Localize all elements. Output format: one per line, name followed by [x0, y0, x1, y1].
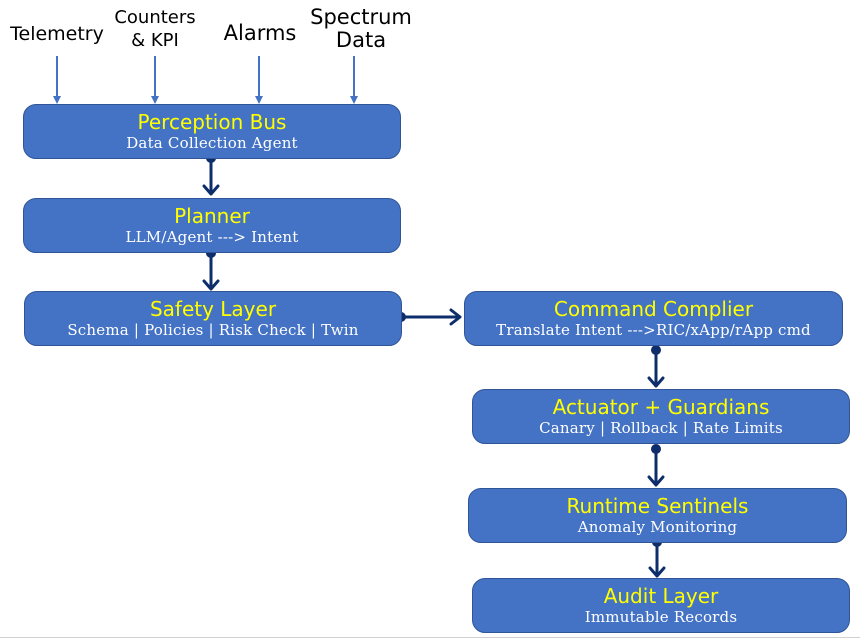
- input-label-counters-kpi: Counters & KPI: [114, 7, 196, 51]
- safety-layer-subtitle: Schema | Policies | Risk Check | Twin: [67, 321, 359, 339]
- alarms-arrowhead: [255, 96, 263, 104]
- planner-title: Planner: [174, 204, 250, 228]
- actuator-to-sentinels-arrow: [647, 444, 665, 487]
- runtime-sentinels-title: Runtime Sentinels: [566, 494, 749, 518]
- telemetry-arrowhead: [53, 96, 61, 104]
- perception-to-planner-arrow: [202, 153, 220, 196]
- compiler-to-actuator-arrow: [647, 345, 665, 388]
- perception-bus-title: Perception Bus: [137, 110, 287, 134]
- audit-layer-subtitle: Immutable Records: [584, 608, 738, 626]
- input-label-spectrum-data: Spectrum Data: [310, 5, 412, 52]
- command-compiler-subtitle: Translate Intent --->RIC/xApp/rApp cmd: [496, 321, 811, 339]
- perception-bus-subtitle: Data Collection Agent: [126, 134, 298, 152]
- runtime-sentinels-subtitle: Anomaly Monitoring: [577, 518, 738, 536]
- input-label-telemetry: Telemetry: [10, 23, 104, 45]
- planner-to-safety-arrow: [202, 248, 220, 291]
- runtime-sentinels-box: Runtime Sentinels Anomaly Monitoring: [468, 488, 847, 543]
- actuator-guardians-box: Actuator + Guardians Canary | Rollback |…: [472, 389, 850, 444]
- planner-box: Planner LLM/Agent ---> Intent: [23, 198, 401, 253]
- audit-layer-title: Audit Layer: [603, 584, 719, 608]
- bottom-divider: [0, 637, 860, 638]
- spectrum-arrowhead: [350, 96, 358, 104]
- command-compiler-title: Command Complier: [553, 297, 754, 321]
- actuator-guardians-title: Actuator + Guardians: [552, 395, 770, 419]
- audit-layer-box: Audit Layer Immutable Records: [472, 578, 850, 633]
- safety-layer-title: Safety Layer: [149, 297, 277, 321]
- counters-arrowhead: [151, 96, 159, 104]
- input-label-alarms: Alarms: [223, 21, 297, 45]
- safety-to-compiler-arrow: [396, 308, 462, 326]
- planner-subtitle: LLM/Agent ---> Intent: [125, 228, 299, 246]
- perception-bus-box: Perception Bus Data Collection Agent: [23, 104, 401, 159]
- safety-layer-box: Safety Layer Schema | Policies | Risk Ch…: [24, 291, 402, 346]
- actuator-guardians-subtitle: Canary | Rollback | Rate Limits: [539, 419, 783, 437]
- command-compiler-box: Command Complier Translate Intent --->RI…: [464, 291, 843, 346]
- input-arrows: [53, 56, 358, 104]
